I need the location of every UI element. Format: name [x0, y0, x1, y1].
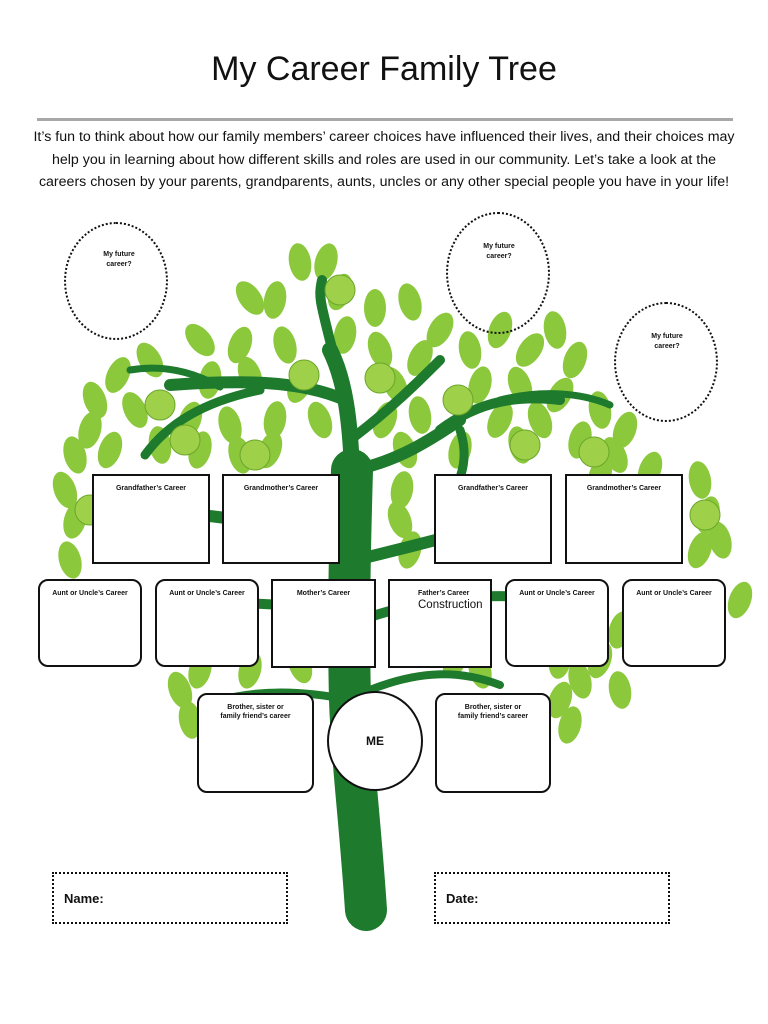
box-label: Aunt or Uncle’s Career [636, 590, 712, 597]
date-field[interactable]: Date: [434, 872, 670, 924]
page-title: My Career Family Tree [211, 50, 557, 88]
leaf [487, 402, 513, 438]
future-career-label: My future career? [483, 243, 515, 260]
grandfather-career-box-right[interactable]: Grandfather’s Career [434, 474, 552, 564]
leaf [63, 436, 87, 474]
leaf [408, 396, 432, 434]
father-career-box[interactable]: Father’s Career Construction [388, 579, 492, 668]
leaf [136, 342, 164, 378]
leaf [82, 381, 108, 419]
aunt-uncle-career-box-3[interactable]: Aunt or Uncle’s Career [505, 579, 609, 667]
box-label: Aunt or Uncle’s Career [519, 590, 595, 597]
leaf [288, 243, 312, 281]
leaf [167, 671, 193, 709]
apple [144, 389, 176, 421]
leaf [263, 281, 287, 319]
name-label: Name: [64, 891, 104, 906]
leaf [314, 243, 338, 281]
leaf [687, 531, 713, 569]
leaf [227, 326, 253, 364]
leaf [558, 706, 582, 744]
aunt-uncle-career-box-2[interactable]: Aunt or Uncle’s Career [155, 579, 259, 667]
apple [288, 359, 320, 391]
aunt-uncle-career-box-1[interactable]: Aunt or Uncle’s Career [38, 579, 142, 667]
leaf [568, 661, 592, 699]
box-label: Brother, sister or family friend’s caree… [457, 704, 529, 720]
future-career-bubble-3[interactable]: My future career? [614, 302, 718, 422]
leaf [527, 401, 553, 439]
leaf [390, 471, 414, 509]
sibling-career-box-left[interactable]: Brother, sister or family friend’s caree… [197, 693, 314, 793]
future-career-label: My future career? [651, 333, 683, 350]
leaf [235, 281, 265, 315]
leaf [727, 581, 753, 619]
box-label: Aunt or Uncle’s Career [169, 590, 245, 597]
me-label: ME [366, 734, 384, 748]
sibling-career-box-right[interactable]: Brother, sister or family friend’s caree… [435, 693, 551, 793]
name-field[interactable]: Name: [52, 872, 288, 924]
grandmother-career-box-left[interactable]: Grandmother’s Career [222, 474, 340, 564]
leaf [398, 283, 422, 321]
leaf [78, 411, 102, 449]
father-career-value[interactable]: Construction [418, 599, 483, 611]
box-label: Mother’s Career [296, 590, 351, 597]
leaf [218, 406, 242, 444]
leaf [122, 392, 148, 428]
box-label: Grandfather’s Career [457, 485, 529, 492]
leaf [612, 411, 638, 449]
apple [689, 499, 721, 531]
leaf [97, 431, 123, 469]
apple [324, 274, 356, 306]
leaf [387, 501, 413, 539]
aunt-uncle-career-box-4[interactable]: Aunt or Uncle’s Career [622, 579, 726, 667]
leaf [458, 331, 482, 369]
mother-career-box[interactable]: Mother’s Career [271, 579, 376, 668]
me-circle[interactable]: ME [327, 691, 423, 791]
leaf [185, 323, 215, 357]
box-label: Brother, sister or family friend’s caree… [220, 704, 291, 720]
leaf [105, 357, 131, 393]
date-label: Date: [446, 891, 479, 906]
leaf [58, 541, 82, 579]
box-label: Grandmother’s Career [243, 485, 319, 492]
intro-paragraph: It’s fun to think about how our family m… [33, 129, 735, 190]
future-career-label: My future career? [103, 251, 135, 268]
box-label: Aunt or Uncle’s Career [52, 590, 128, 597]
leaf [367, 331, 393, 369]
leaf [364, 289, 386, 327]
tree-leaves [48, 243, 753, 744]
leaf [333, 316, 357, 354]
leaf [426, 312, 454, 348]
box-label: Grandfather’s Career [115, 485, 187, 492]
leaf [608, 671, 632, 709]
leaf [307, 401, 333, 439]
leaf [708, 521, 732, 559]
grandfather-career-box-left[interactable]: Grandfather’s Career [92, 474, 210, 564]
grandmother-career-box-right[interactable]: Grandmother’s Career [565, 474, 683, 564]
apple [578, 436, 610, 468]
leaf [178, 701, 202, 739]
leaf [547, 681, 573, 719]
box-label: Grandmother’s Career [586, 485, 662, 492]
apple [364, 362, 396, 394]
apple [442, 384, 474, 416]
leaf [543, 311, 567, 349]
box-label: Father’s Career [418, 590, 470, 597]
leaf [562, 341, 588, 379]
leaf [273, 326, 297, 364]
leaf [468, 366, 492, 404]
title-divider [37, 118, 733, 121]
future-career-bubble-1[interactable]: My future career? [64, 222, 168, 340]
leaf [688, 461, 712, 499]
leaf [263, 401, 287, 439]
apple [509, 429, 541, 461]
apple [169, 424, 201, 456]
leaf [515, 333, 545, 367]
leaf [52, 471, 78, 509]
future-career-bubble-2[interactable]: My future career? [446, 212, 550, 334]
apple [239, 439, 271, 471]
